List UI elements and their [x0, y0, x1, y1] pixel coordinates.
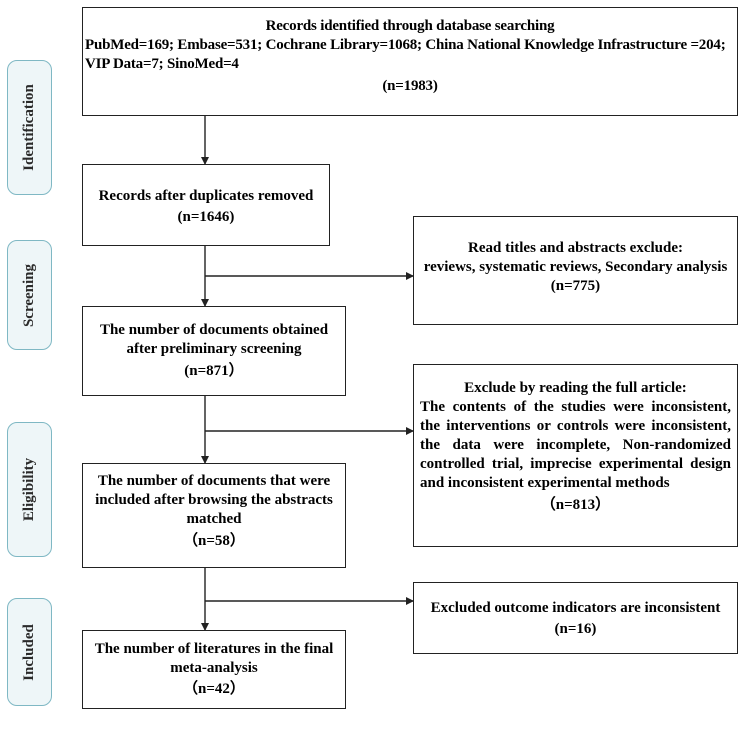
duplicates-title: Records after duplicates removed	[98, 188, 314, 204]
stage-eligibility: Eligibility	[7, 422, 52, 557]
stage-identification: Identification	[7, 60, 52, 195]
matched-line2: included after browsing the abstracts	[95, 492, 333, 508]
excluded-titles-count: (n=775)	[550, 278, 601, 294]
final-line2: meta-analysis	[170, 660, 258, 676]
box-preliminary-screening: The number of documents obtained after p…	[82, 306, 346, 396]
box-excluded-fulltext: Exclude by reading the full article: The…	[413, 364, 738, 547]
matched-count: （n=58）	[183, 533, 245, 549]
excluded-fulltext-count: （n=813）	[540, 497, 611, 513]
excluded-titles-reasons: reviews, systematic reviews, Secondary a…	[423, 259, 728, 275]
matched-line3: matched	[186, 511, 242, 527]
box-excluded-titles: Read titles and abstracts exclude: revie…	[413, 216, 738, 325]
duplicates-count: (n=1646)	[177, 209, 235, 225]
matched-line1: The number of documents that were	[97, 473, 331, 489]
stage-included: Included	[7, 598, 52, 706]
identified-count: (n=1983)	[382, 78, 438, 94]
preliminary-count: (n=871）	[184, 363, 244, 379]
identified-sources-line1: PubMed=169; Embase=531; Cochrane Library…	[85, 37, 726, 53]
final-count: （n=42）	[183, 681, 245, 697]
box-final-included: The number of literatures in the final m…	[82, 630, 346, 709]
box-duplicates-removed: Records after duplicates removed (n=1646…	[82, 164, 330, 246]
box-excluded-outcomes: Excluded outcome indicators are inconsis…	[413, 582, 738, 654]
box-abstracts-matched: The number of documents that were includ…	[82, 463, 346, 568]
excluded-outcomes-title: Excluded outcome indicators are inconsis…	[430, 600, 721, 616]
stage-screening: Screening	[7, 240, 52, 350]
excluded-titles-title: Read titles and abstracts exclude:	[468, 240, 683, 256]
preliminary-line1: The number of documents obtained	[99, 322, 329, 338]
box-records-identified: Records identified through database sear…	[82, 7, 738, 116]
preliminary-line2: after preliminary screening	[126, 341, 302, 357]
excluded-outcomes-count: (n=16)	[554, 621, 597, 637]
identified-title: Records identified through database sear…	[265, 18, 555, 34]
excluded-fulltext-title: Exclude by reading the full article:	[464, 380, 687, 396]
final-line1: The number of literatures in the final	[94, 641, 334, 657]
excluded-fulltext-reasons: The contents of the studies were inconsi…	[420, 399, 731, 491]
identified-sources-line2: VIP Data=7; SinoMed=4	[85, 56, 239, 72]
